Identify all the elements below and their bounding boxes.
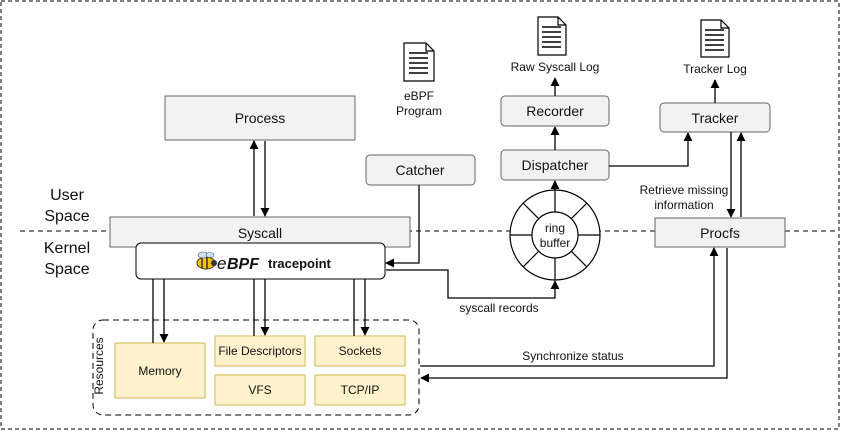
user-space-label-2: Space: [44, 208, 89, 225]
ebpf-logo-bpf: BPF: [227, 256, 260, 273]
ebpf-program-label-1: eBPF: [404, 89, 434, 103]
tracker-log-label: Tracker Log: [683, 62, 747, 76]
process-label: Process: [235, 110, 286, 126]
vfs-label: VFS: [248, 383, 271, 397]
kernel-space-label-2: Space: [44, 261, 89, 278]
file-descriptors-box: [214, 335, 306, 367]
memory-label: Memory: [138, 364, 181, 378]
ring-buffer-label-1: ring: [545, 221, 565, 235]
tracker-log-document-icon: [700, 19, 730, 58]
sockets-label: Sockets: [339, 344, 382, 358]
procfs-box: [654, 217, 786, 248]
process-box: [164, 95, 356, 141]
arrow-tracepoint-to-ringbuffer: [386, 269, 560, 299]
ebpf-logo-e: e: [217, 254, 226, 273]
arrow-catcher-to-tracepoint: [385, 185, 420, 268]
retrieve-label-1: Retrieve missing: [640, 183, 729, 197]
resources-group: [92, 319, 420, 416]
arrow-dispatcher-to-tracker: [609, 132, 693, 167]
catcher-label: Catcher: [395, 162, 444, 178]
raw-syscall-log-document-icon: [537, 16, 567, 56]
ebpf-tracepoint-box: [135, 242, 386, 280]
tracker-label: Tracker: [692, 110, 739, 126]
catcher-box: [365, 154, 476, 186]
kernel-space-label-1: Kernel: [44, 240, 90, 257]
tcpip-box: [314, 374, 406, 406]
procfs-label: Procfs: [700, 225, 740, 241]
vfs-box: [214, 374, 306, 406]
resources-label: Resources: [92, 337, 106, 394]
syscall-label: Syscall: [238, 225, 282, 241]
recorder-label: Recorder: [526, 103, 584, 119]
file-descriptors-label: File Descriptors: [218, 344, 301, 358]
memory-box: [114, 342, 206, 399]
user-space-label-1: User: [50, 187, 84, 204]
sockets-box: [314, 335, 406, 367]
arrow-procfs-to-resources: [420, 248, 728, 383]
raw-syscall-log-label: Raw Syscall Log: [511, 60, 600, 74]
synchronize-status-label: Synchronize status: [522, 349, 623, 363]
retrieve-label-2: information: [654, 198, 713, 212]
ebpf-program-label-2: Program: [396, 104, 442, 118]
ebpf-tracepoint-label: tracepoint: [268, 256, 332, 271]
ring-buffer: [509, 189, 601, 281]
ebpf-bee-icon: [196, 251, 217, 270]
ring-buffer-label-2: buffer: [540, 236, 570, 250]
arrow-resources-to-procfs: [420, 247, 719, 367]
tcpip-label: TCP/IP: [341, 383, 380, 397]
syscall-records-label: syscall records: [459, 301, 538, 315]
ebpf-program-document-icon: [403, 42, 435, 82]
dispatcher-label: Dispatcher: [522, 157, 589, 173]
